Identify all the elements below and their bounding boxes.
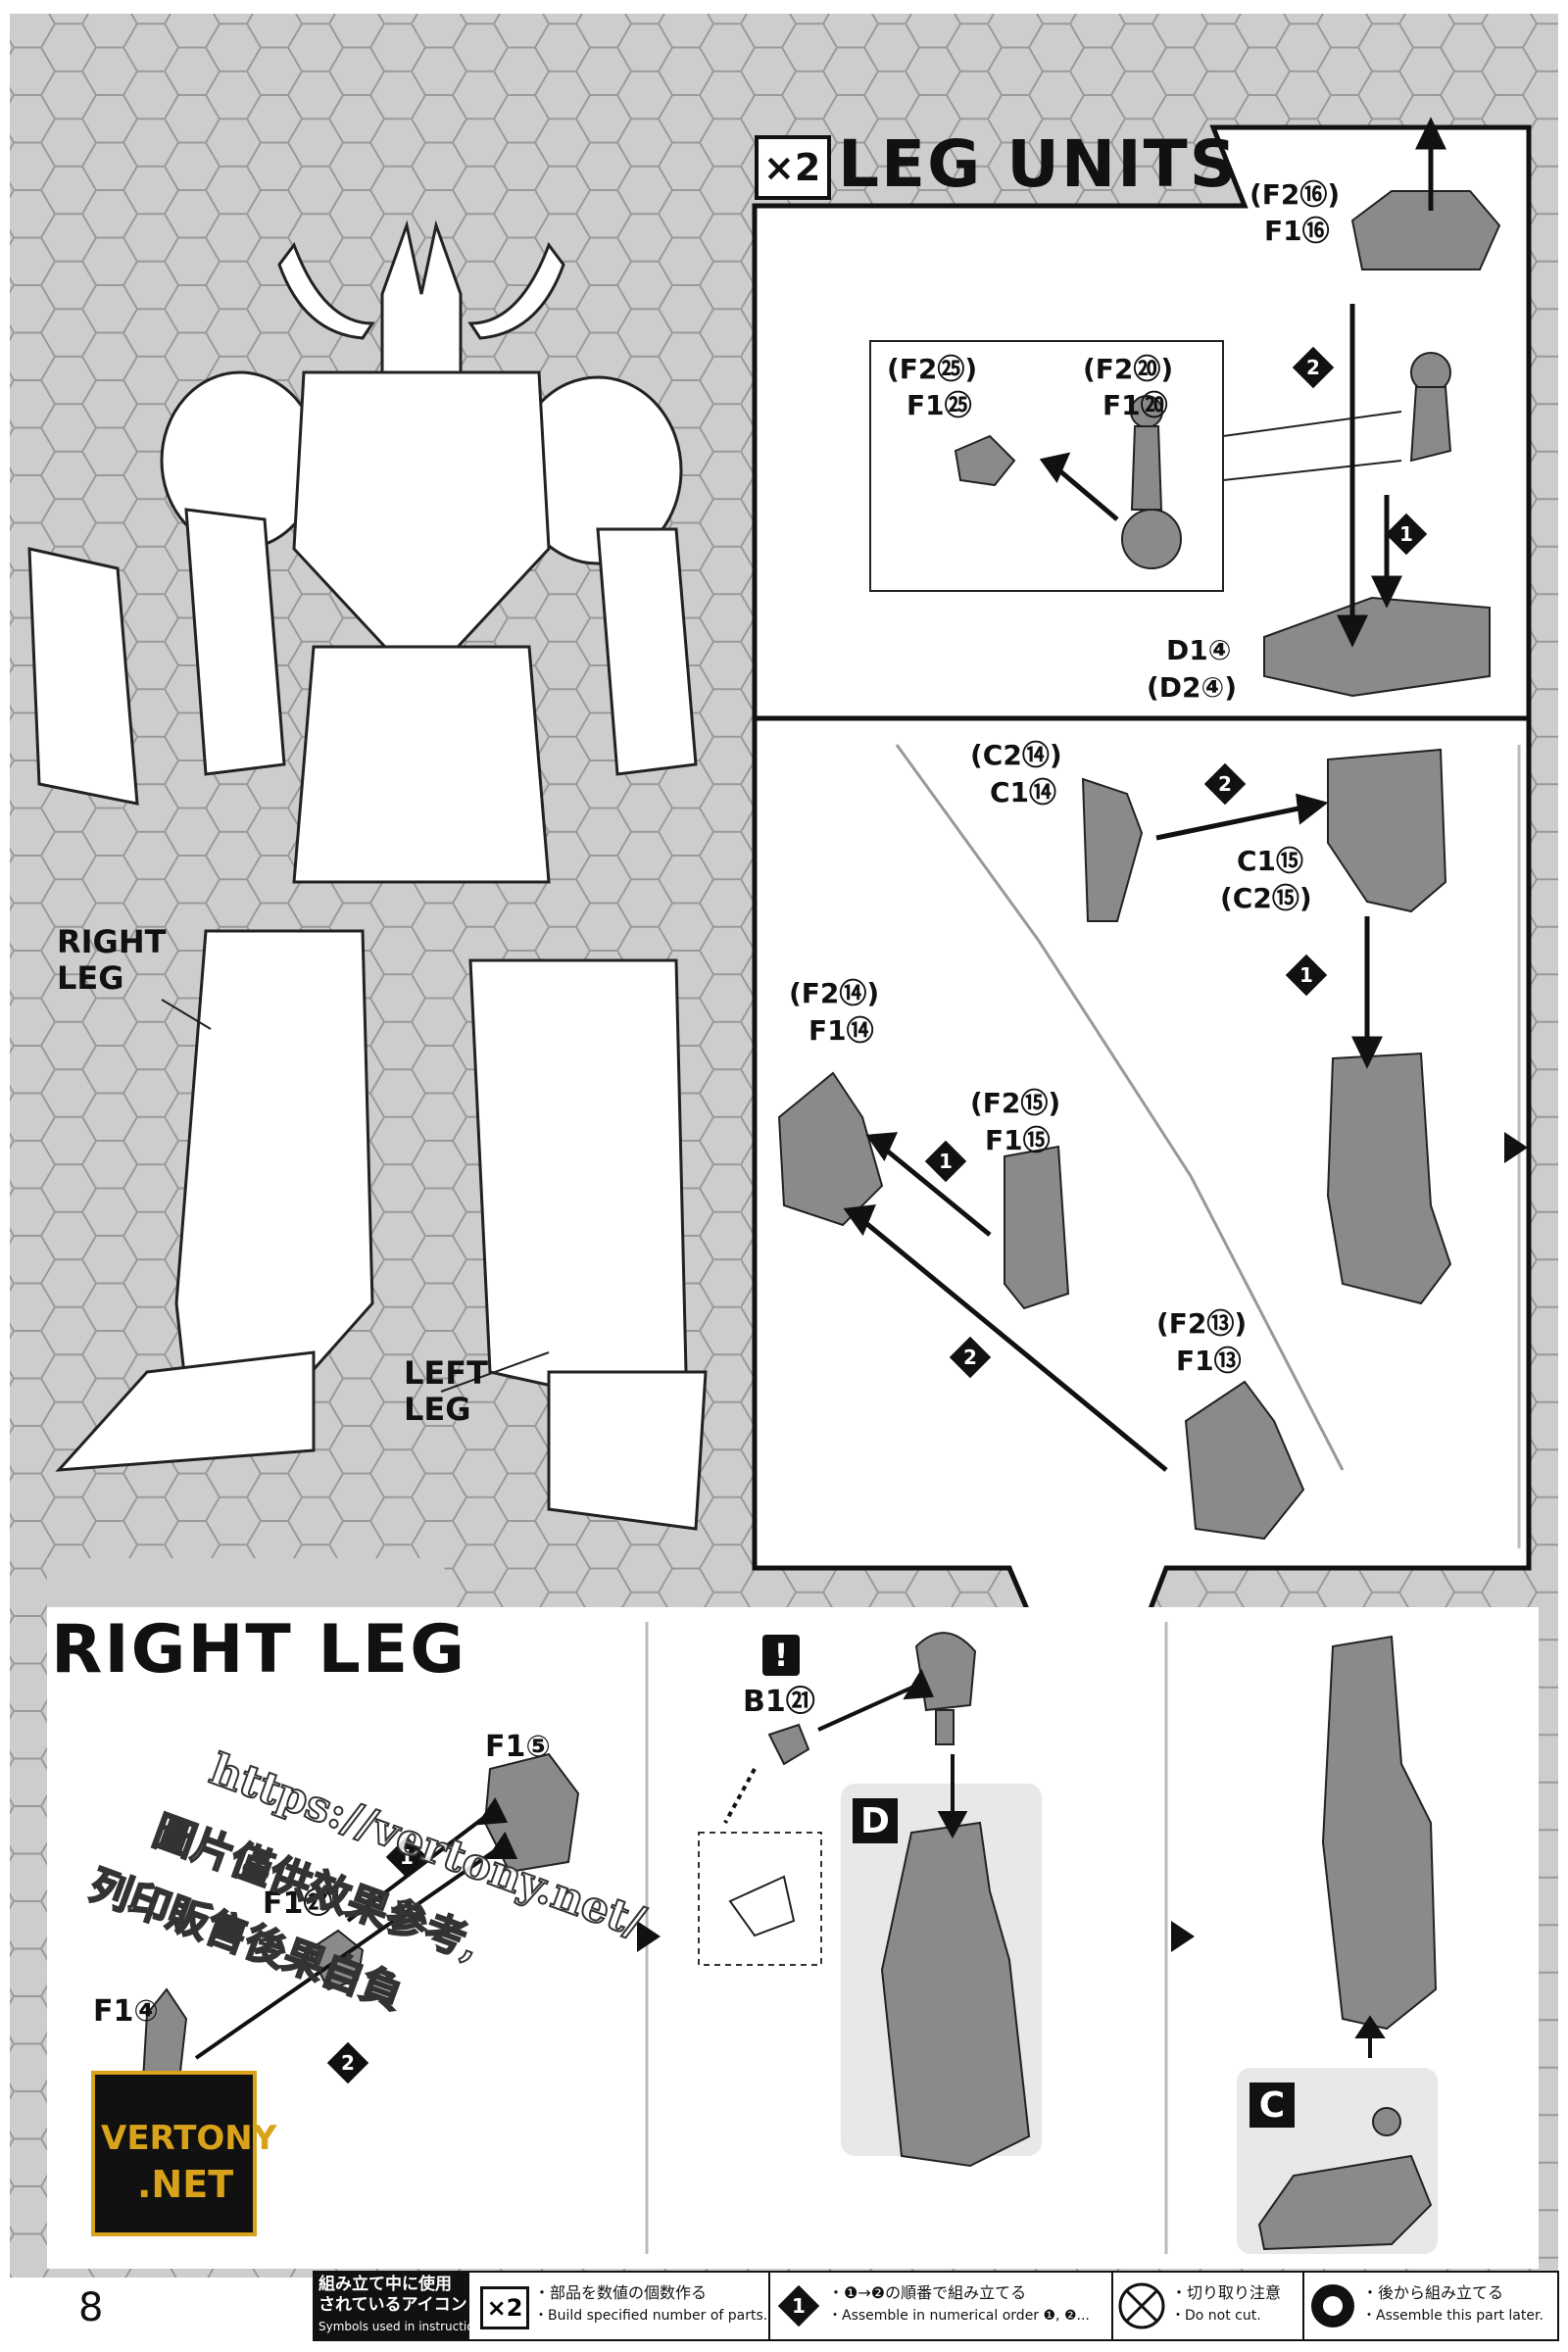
arrows-right-leg xyxy=(194,1668,1386,2060)
legend-title-jp-2: されているアイコン xyxy=(318,2295,467,2315)
robot-overview xyxy=(27,220,708,1531)
legend-order-en: ・Assemble in numerical order ❶, ❷... xyxy=(828,2308,1090,2324)
part-assembled-upper xyxy=(1326,1052,1452,1305)
legend-x2-jp: ・部品を数値の個数作る xyxy=(534,2283,708,2302)
next-arrow-2 xyxy=(637,1921,661,1952)
part-c1-15 xyxy=(1327,748,1447,913)
legend-x2-badge: ×2 xyxy=(480,2286,529,2329)
part-f1-15 xyxy=(1004,1145,1070,1310)
left-leg-label-2: LEG xyxy=(404,1391,471,1428)
right-leg-label-2: LEG xyxy=(57,959,124,997)
page-number: 8 xyxy=(78,2285,104,2330)
parts-step-b xyxy=(777,748,1452,1541)
part-leg-assembled xyxy=(1321,1635,1438,2031)
label-f1-4: F1④ xyxy=(93,1994,159,2029)
legend-title-en: Symbols used in instructions xyxy=(318,2320,488,2333)
callout-c: C xyxy=(1250,2082,1295,2128)
part-f1-14 xyxy=(777,1071,884,1227)
label-d2-4: (D2④) xyxy=(1147,671,1238,704)
label-f1-15: F1⑮ xyxy=(985,1124,1051,1156)
label-c2-14: (C2⑭) xyxy=(970,739,1062,771)
legend-cut-jp: ・切り取り注意 xyxy=(1171,2283,1282,2302)
part-d-leg xyxy=(880,1821,1031,2168)
label-f1-13: F1⑬ xyxy=(1176,1345,1242,1377)
watermark-logo-1: VERTONY xyxy=(101,2119,277,2158)
legend-later-jp: ・後から組み立てる xyxy=(1362,2283,1504,2302)
part-b1-21 xyxy=(767,1723,810,1766)
legend-cut-en: ・Do not cut. xyxy=(1171,2308,1261,2324)
caution-icon: ! xyxy=(762,1635,800,1676)
left-leg-label-1: LEFT xyxy=(404,1354,488,1392)
section-title: LEG UNITS xyxy=(838,126,1239,202)
part-c1-14 xyxy=(1081,777,1144,922)
next-arrow-3 xyxy=(1171,1921,1195,1952)
part-f1-13 xyxy=(1184,1380,1305,1541)
legend-order-jp: ・❶→❷の順番で組み立てる xyxy=(828,2283,1027,2302)
label-d1-4: D1④ xyxy=(1166,634,1232,666)
legend-x2-en: ・Build specified number of parts. xyxy=(534,2308,768,2324)
label-f1-5: F1⑤ xyxy=(485,1730,551,1764)
label-f2-16: (F2⑯) xyxy=(1250,178,1341,211)
arrows-step-b xyxy=(843,793,1383,1472)
legend-later-en: ・Assemble this part later. xyxy=(1362,2308,1544,2324)
label-f1-20: F1⑳ xyxy=(1102,389,1168,421)
callout-d: D xyxy=(853,1798,898,1843)
multiplier-badge: ×2 xyxy=(755,135,831,200)
label-f2-25: (F2㉕) xyxy=(887,353,978,385)
watermark-logo-box xyxy=(91,2071,257,2236)
arrows-step-a xyxy=(1039,117,1446,648)
label-b1-21: B1㉑ xyxy=(743,1685,815,1719)
right-leg-label-1: RIGHT xyxy=(57,923,167,960)
label-f2-14: (F2⑭) xyxy=(789,977,880,1009)
part-d1-4 xyxy=(1263,596,1491,698)
label-f1-16: F1⑯ xyxy=(1264,215,1330,247)
inset-box-a xyxy=(869,340,1224,592)
label-f2-20: (F2⑳) xyxy=(1083,353,1174,385)
right-leg-title: RIGHT LEG xyxy=(51,1611,467,1689)
multiplier-badge-text: ×2 xyxy=(763,146,821,189)
label-f1-14: F1⑭ xyxy=(808,1014,874,1047)
label-f1-27: F1㉗ xyxy=(263,1886,333,1921)
label-c1-14: C1⑭ xyxy=(990,776,1057,808)
label-c1-15: C1⑮ xyxy=(1237,845,1304,877)
label-f1-25: F1㉕ xyxy=(906,389,972,421)
label-c2-15: (C2⑮) xyxy=(1220,882,1312,914)
next-arrow-1 xyxy=(1504,1132,1528,1163)
part-f1-25 xyxy=(954,434,1016,487)
part-cut-fragment xyxy=(728,1875,796,1937)
label-f2-15: (F2⑮) xyxy=(970,1087,1061,1119)
part-f1-16 xyxy=(1350,190,1501,270)
watermark-logo-2: .NET xyxy=(137,2163,234,2206)
legend-title-jp-1: 組み立て中に使用 xyxy=(318,2275,452,2294)
robot-leg-callouts xyxy=(161,999,550,1393)
parts-step-a xyxy=(954,190,1501,698)
part-c-foot xyxy=(1257,2154,1433,2251)
label-f2-13: (F2⑬) xyxy=(1156,1307,1248,1340)
part-hip-joint xyxy=(914,1632,977,1712)
